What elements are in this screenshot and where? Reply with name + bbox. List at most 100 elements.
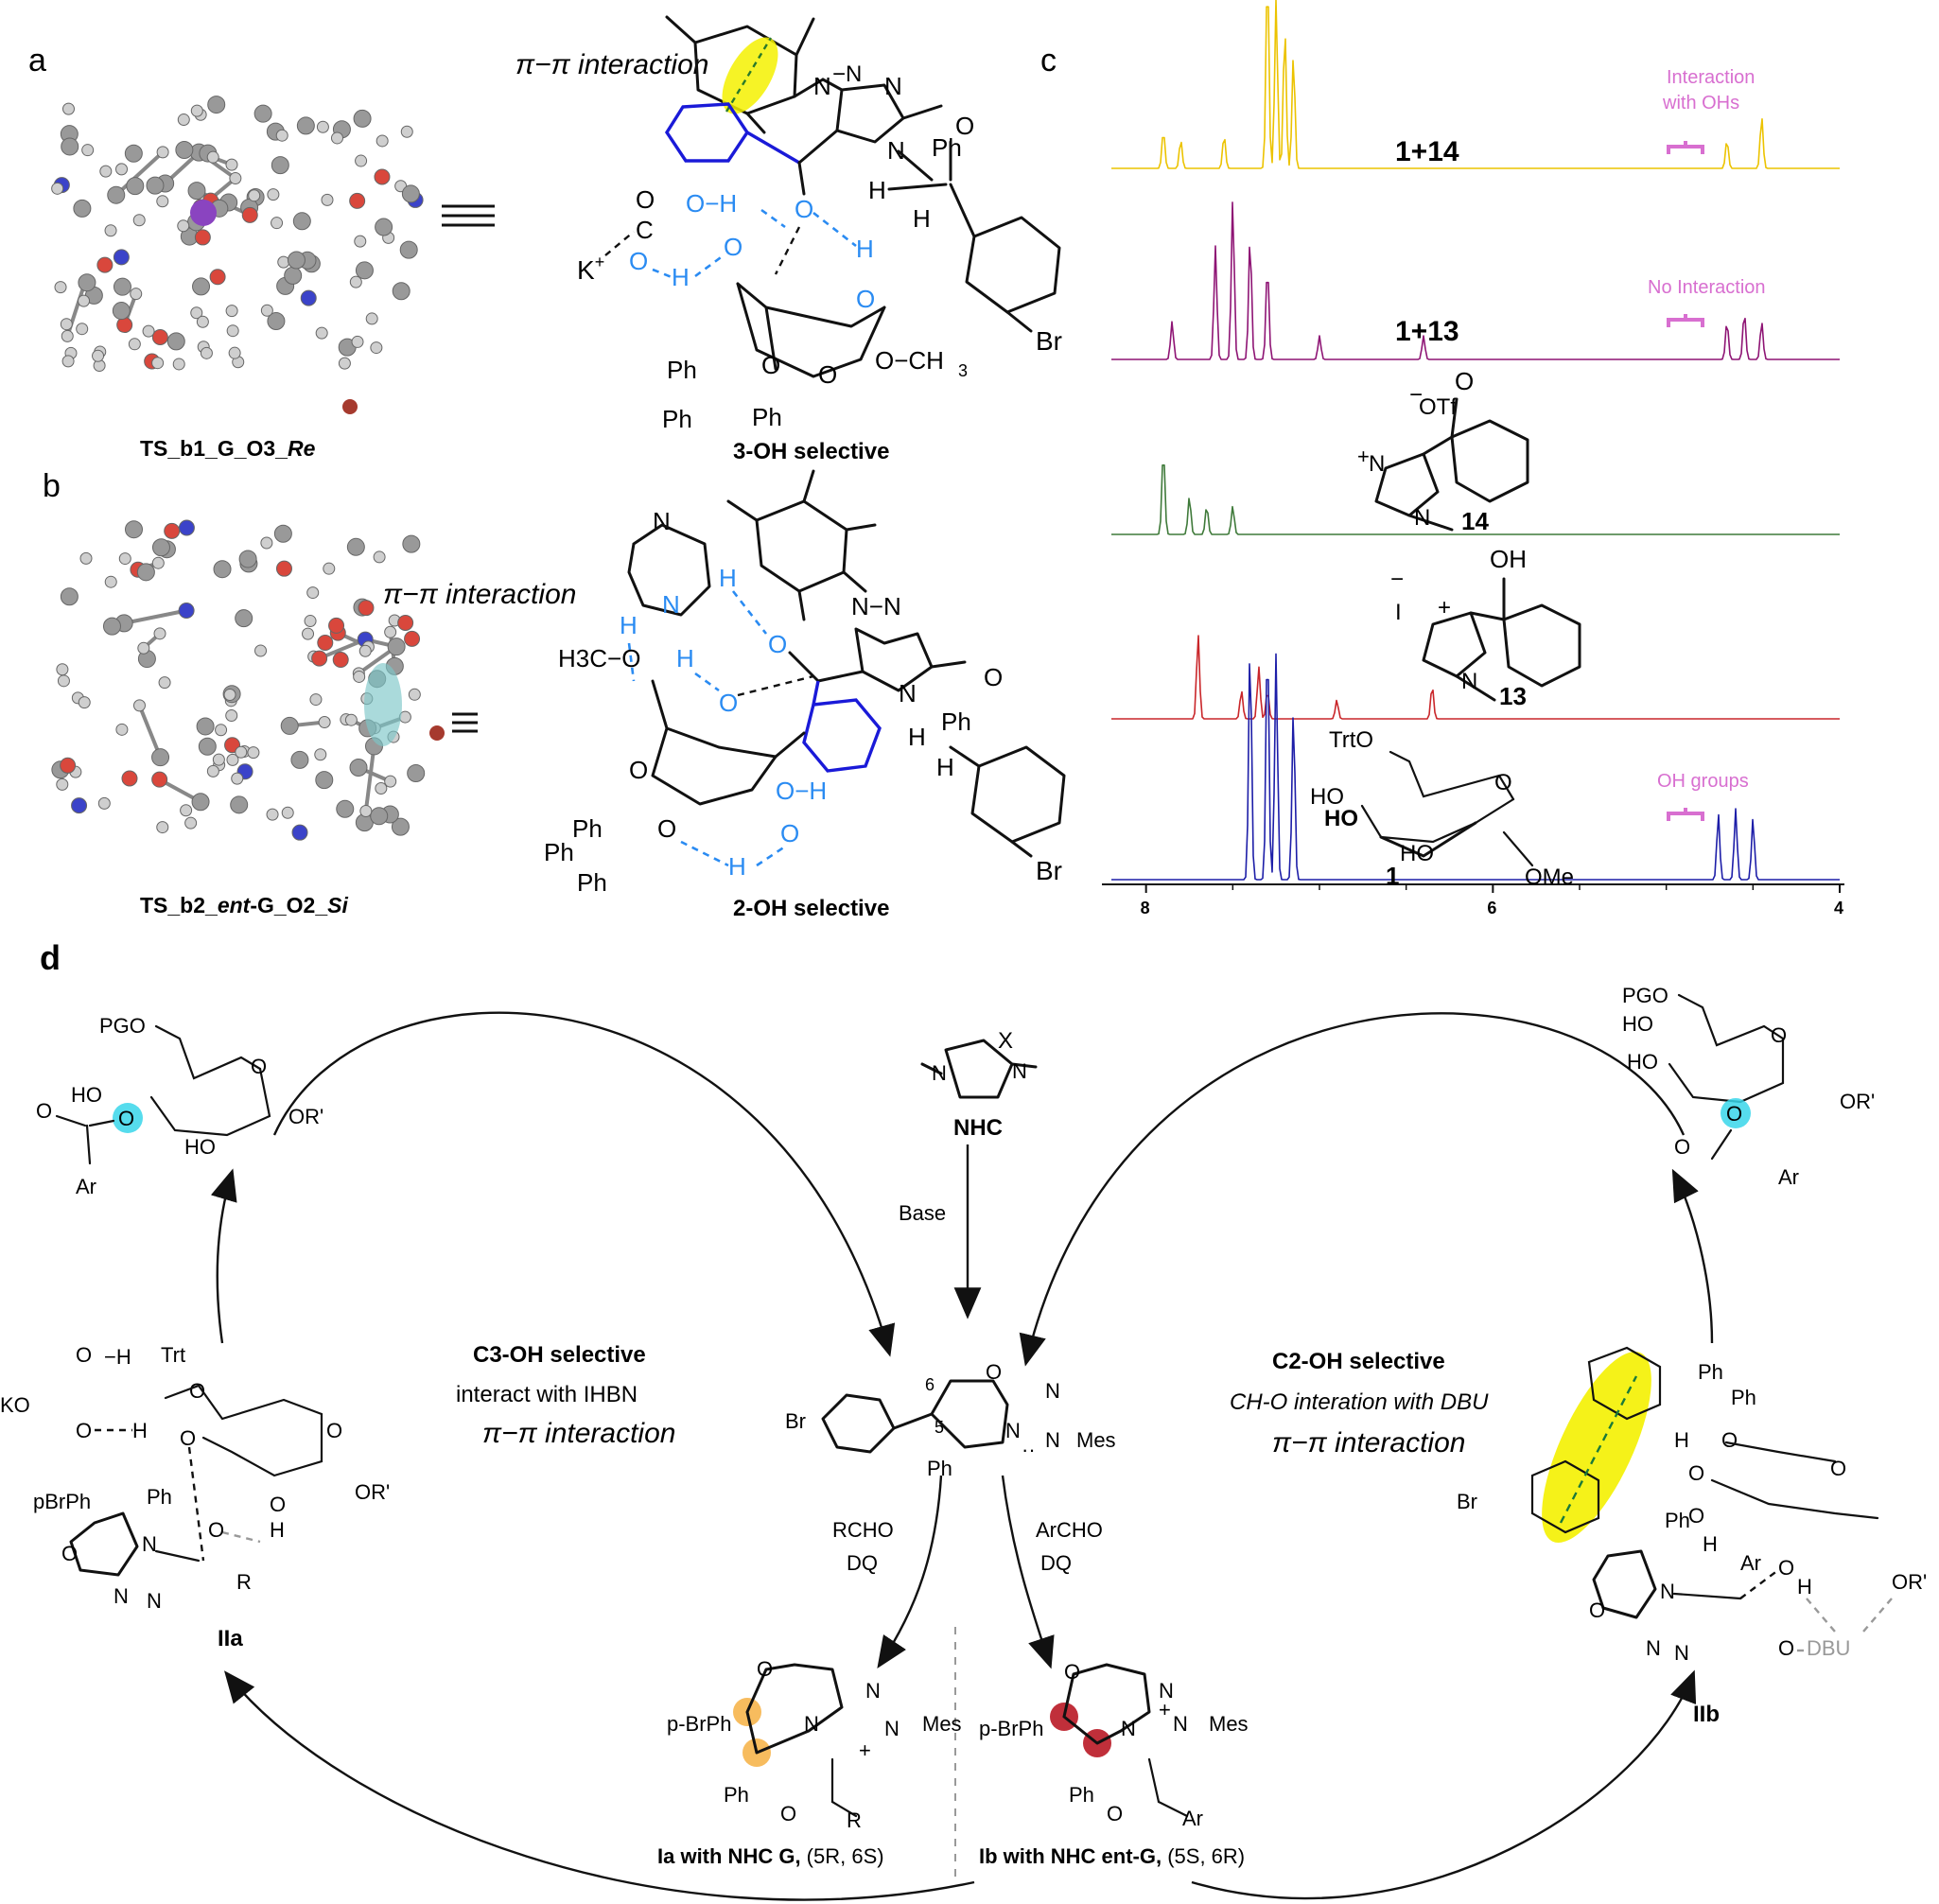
model-atom [104,575,117,588]
svg-text:N: N [147,1589,162,1613]
model-atom [142,324,155,338]
model-atom [97,796,111,810]
right-condition-dq: DQ [1040,1551,1072,1575]
svg-text:O: O [1726,1102,1742,1126]
c3-selective-line3: π−π interaction [482,1418,675,1449]
model-atom [226,324,239,338]
svg-text:Br: Br [785,1409,806,1433]
model-atom [56,777,69,791]
svg-text:O: O [1674,1135,1690,1159]
right-product-2-acyl: PGO O HO HO OR' O O Ar [1622,984,1875,1189]
model-atom [384,775,397,788]
svg-text:pBrPh: pBrPh [33,1490,91,1513]
model-atom [78,696,91,709]
panel-letter-a: a [28,43,46,79]
model-atom [190,104,203,117]
svg-text:O: O [757,1657,773,1681]
model-atom [392,282,411,301]
svg-text:−: − [1409,382,1423,408]
model-atom [228,346,241,359]
svg-text:Ph: Ph [147,1485,172,1509]
svg-text:N: N [1159,1679,1174,1703]
model-atom [112,302,131,321]
equivalence-symbol-b [452,712,478,733]
svg-text:Ar: Ar [1778,1165,1799,1189]
c3-selective-line2: interact with IHBN [456,1382,638,1407]
model-atom [280,716,299,735]
model-atom [198,737,217,756]
model-atom [225,708,238,722]
model-atom [273,524,292,543]
model-atom [61,355,75,368]
annotation-no-interaction: No Interaction [1648,277,1766,298]
model-atom [349,192,366,209]
selectivity-label-a: 3-OH selective [733,439,889,464]
svg-text:O: O [1721,1428,1738,1452]
svg-text:X: X [998,1028,1013,1054]
model-atom [180,804,193,817]
svg-text:O: O [1771,1023,1787,1047]
model-atom [281,806,294,819]
svg-text:N: N [1646,1636,1661,1660]
svg-text:H: H [1797,1575,1812,1598]
model-atom [235,609,253,628]
intermediate-iia: Trt O O−H KO O H O O OR' O H pBrPh Ph O … [0,1343,390,1651]
left-condition-rcho: RCHO [832,1518,894,1542]
bromine-atom [342,399,358,414]
model-atom [346,537,365,556]
svg-text:OR': OR' [1840,1090,1875,1113]
model-atom [121,770,138,787]
model-atom [391,817,410,836]
svg-text:N: N [1005,1419,1021,1442]
svg-text:N: N [142,1532,157,1556]
svg-text:O: O [780,1802,796,1825]
model-atom [375,782,388,795]
intermediate-ia: p-BrPh O N N N Mes + Ph O R Ia with NHC … [657,1657,962,1868]
model-atom [407,763,426,782]
model-atom [137,641,150,655]
model-atom [71,797,88,814]
model-atom [151,538,170,557]
svg-text:O: O [1455,367,1474,395]
nmr-tick-label: 6 [1487,899,1496,917]
model-atom [61,329,74,342]
svg-text:O: O [61,1542,78,1565]
annotation-bracket-3 [1667,808,1704,821]
svg-text:HO: HO [71,1083,102,1107]
model-atom [401,184,420,203]
panel-letter-c: c [1040,43,1057,79]
svg-text:p-BrPh: p-BrPh [667,1712,731,1736]
model-atom [332,652,349,669]
model-atom [247,746,260,760]
nmr-trace-5 [1111,653,1840,881]
intermediate-ib: p-BrPh O N N N Mes + Ph O Ar Ib with NHC… [979,1660,1249,1868]
pi-stack-highlight-d [1542,1352,1651,1543]
svg-text:O: O [768,630,787,658]
svg-text:PGO: PGO [1622,984,1668,1007]
svg-text:Br: Br [1036,326,1062,356]
svg-text:HO: HO [184,1135,216,1159]
model-atom [192,277,211,296]
svg-text:+: + [1438,595,1451,620]
svg-text:O: O [1494,770,1512,795]
model-atom [373,550,386,564]
model-atom [61,102,75,115]
svg-text:Ar: Ar [76,1175,96,1198]
model-atom [355,154,368,167]
model-atom [76,323,89,336]
model-atom [99,165,113,178]
model-bond [137,705,163,759]
model-atom [375,218,393,236]
svg-text:−H: −H [104,1345,131,1369]
svg-text:Br: Br [1036,856,1062,885]
svg-text:H3C−O: H3C−O [558,644,640,673]
svg-text:H: H [676,644,694,673]
svg-text:O: O [761,351,780,379]
svg-text:H: H [913,204,931,233]
left-condition-dq: DQ [847,1551,878,1575]
model-atom [225,158,238,171]
model-atom [102,617,121,636]
compound-14-number: 14 [1461,507,1489,535]
model-atom [291,824,308,841]
pi-stack-highlight-a [722,37,778,114]
